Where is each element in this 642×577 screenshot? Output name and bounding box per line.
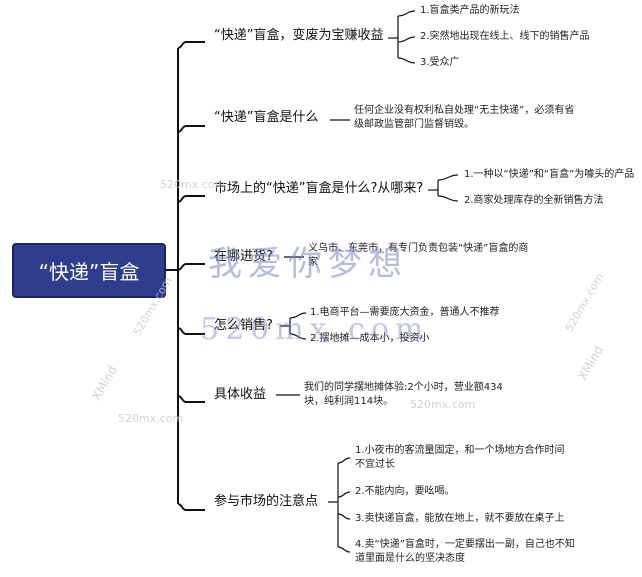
leaf-connector — [337, 491, 351, 498]
leaf-node[interactable]: 义乌市、东莞市，有专门负责包装“快递”盲盒的商家 — [308, 242, 533, 270]
leaf-node[interactable]: 1.小夜市的客流量固定，和一个场地方合作时间不宜过长 — [355, 444, 570, 472]
leaf-label: 2.商家处理库存的全新销售方法 — [464, 195, 604, 206]
leaf-label: 2.突然地出现在线上、线下的销售产品 — [420, 31, 590, 42]
watermark-brand: XMind — [89, 363, 120, 403]
leaf-node[interactable]: 2.商家处理库存的全新销售方法 — [464, 194, 604, 208]
branch-node-2[interactable]: “快递”盲盒是什么 — [214, 110, 318, 126]
leaf-node[interactable]: 4.卖“快递”盲盒时，一定要摆出一副，自己也不知道里面是什么的坚决态度 — [355, 538, 575, 566]
branch-connector — [177, 327, 187, 335]
watermark-site: 520mx.com — [118, 412, 184, 425]
branch-node-7[interactable]: 参与市场的注意点 — [214, 494, 318, 510]
leaf-label: 3.受众广 — [420, 57, 460, 68]
leaf-connector — [397, 10, 416, 17]
branch-label: “快递”盲盒，变废为宝赚收益 — [214, 28, 384, 43]
leaf-connector — [337, 457, 351, 464]
root-node[interactable]: “快递”盲盒 — [12, 243, 166, 298]
watermark-site: 520mx.com — [562, 271, 607, 334]
branch-connector — [177, 263, 187, 271]
branch-connector — [177, 503, 187, 511]
leaf-label: 1.盲盒类产品的新玩法 — [420, 5, 520, 16]
branch-connector — [177, 395, 187, 403]
branch-label: 在哪进货? — [214, 249, 273, 264]
branch-node-1[interactable]: “快递”盲盒，变废为宝赚收益 — [214, 28, 383, 44]
leaf-label: 义乌市、东莞市，有专门负责包装“快递”盲盒的商家 — [308, 243, 529, 268]
leaf-node[interactable]: 2.突然地出现在线上、线下的销售产品 — [420, 30, 590, 44]
leaf-connector — [289, 312, 307, 319]
leaf-node[interactable]: 3.卖快递盲盒，能放在地上，就不要放在桌子上 — [355, 512, 565, 526]
branch-label: 怎么销售? — [214, 318, 273, 333]
leaf-connector — [289, 333, 307, 340]
leaf-connector — [397, 36, 416, 43]
leaf-label: 1.一种以“快递”和“盲盒”为噱头的产品 — [464, 169, 635, 180]
branch-label: 市场上的“快递”盲盒是什么?从哪来? — [214, 181, 424, 196]
leaf-label: 任何企业没有权利私自处理“无主快递”，必须有省级邮政监管部门监督销毁。 — [354, 105, 575, 130]
leaf-node[interactable]: 2.摆地摊—成本小，投资小 — [310, 332, 430, 346]
leaf-node[interactable]: 我们的同学摆地摊体验:2个小时，营业额434块，纯利润114块。 — [304, 381, 509, 409]
branch-connector — [177, 195, 187, 203]
branch-label: 参与市场的注意点 — [214, 494, 319, 509]
leaf-label: 2.不能内向，要吆喝。 — [355, 486, 455, 497]
root-label: “快递”盲盒 — [38, 260, 140, 284]
leaf-node[interactable]: 1.一种以“快递”和“盲盒”为噱头的产品 — [464, 168, 634, 182]
leaf-node[interactable]: 2.不能内向，要吆喝。 — [355, 485, 455, 499]
leaf-label: 3.卖快递盲盒，能放在地上，就不要放在桌子上 — [355, 513, 565, 524]
branch-connector — [177, 41, 187, 49]
leaf-node[interactable]: 1.盲盒类产品的新玩法 — [420, 4, 520, 18]
branch-node-6[interactable]: 具体收益 — [214, 387, 266, 403]
leaf-label: 我们的同学摆地摊体验:2个小时，营业额434块，纯利润114块。 — [304, 382, 503, 407]
leaf-connector — [337, 513, 351, 520]
branch-node-5[interactable]: 怎么销售? — [214, 318, 273, 334]
leaf-node[interactable]: 任何企业没有权利私自处理“无主快递”，必须有省级邮政监管部门监督销毁。 — [354, 104, 579, 132]
leaf-label: 1.电商平台—需要庞大资金，普通人不推荐 — [310, 307, 500, 318]
leaf-connector — [397, 57, 416, 64]
watermark-brand: XMind — [575, 343, 606, 383]
leaf-label: 4.卖“快递”盲盒时，一定要摆出一副，自己也不知道里面是什么的坚决态度 — [355, 539, 575, 564]
leaf-label: 1.小夜市的客流量固定，和一个场地方合作时间不宜过长 — [355, 445, 565, 470]
branch-connector — [177, 125, 187, 133]
branch-node-4[interactable]: 在哪进货? — [214, 249, 273, 265]
leaf-label: 2.摆地摊—成本小，投资小 — [310, 333, 430, 344]
leaf-connector — [437, 174, 459, 181]
branch-label: “快递”盲盒是什么 — [214, 110, 319, 125]
branch-node-3[interactable]: 市场上的“快递”盲盒是什么?从哪来? — [214, 181, 423, 197]
leaf-node[interactable]: 1.电商平台—需要庞大资金，普通人不推荐 — [310, 306, 500, 320]
leaf-node[interactable]: 3.受众广 — [420, 56, 460, 70]
leaf-connector — [337, 546, 351, 553]
leaf-connector — [437, 195, 459, 202]
branch-label: 具体收益 — [214, 387, 267, 402]
